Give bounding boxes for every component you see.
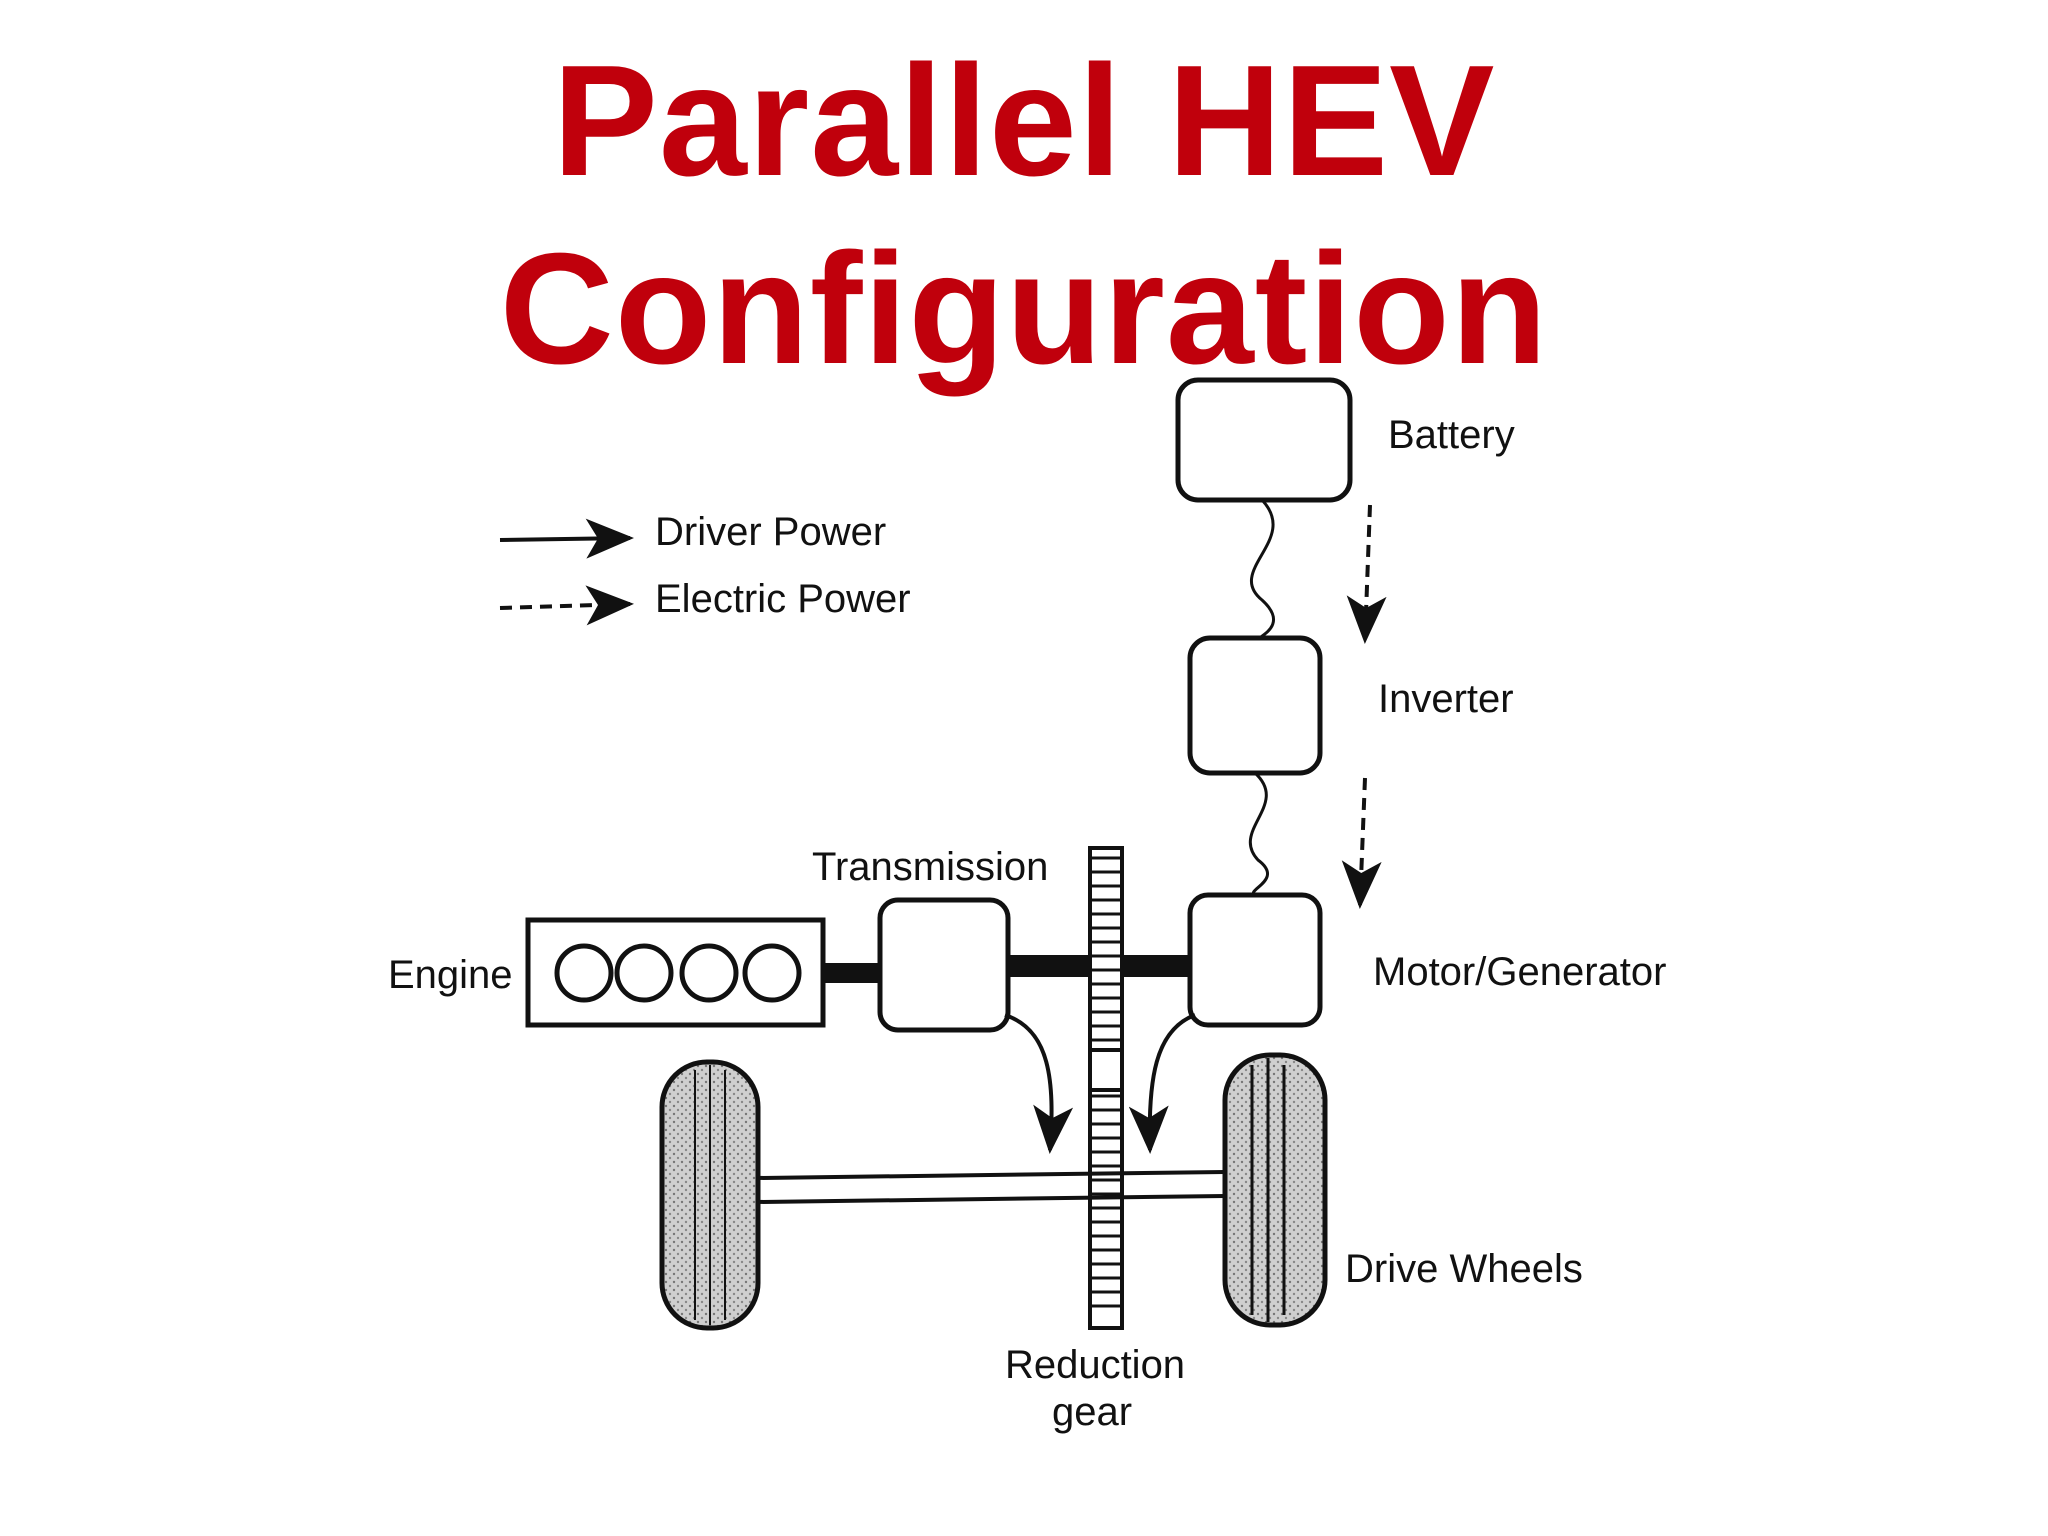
axle — [757, 1170, 1226, 1204]
reduction-gear-label-1: Reduction — [1005, 1343, 1185, 1387]
motor-generator-box — [1187, 892, 1323, 1028]
legend-driver-power: Driver Power — [655, 510, 886, 554]
battery-inverter-cable — [1249, 498, 1276, 642]
driver-power-arrow — [499, 518, 634, 559]
motor-generator-label: Motor/Generator — [1373, 950, 1666, 994]
inverter-motor-cable — [1248, 771, 1269, 897]
battery-label: Battery — [1388, 413, 1515, 457]
drive-wheels-label: Drive Wheels — [1345, 1247, 1583, 1291]
inverter-label: Inverter — [1378, 677, 1514, 721]
reduction-gear — [1088, 846, 1124, 1330]
engine-label: Engine — [388, 953, 513, 997]
battery-box — [1175, 377, 1353, 503]
reduction-gear-label-2: gear — [1052, 1390, 1132, 1434]
transmission-drive-arrow — [1004, 1013, 1074, 1154]
title-line-1: Parallel HEV — [552, 33, 1496, 209]
inverter-box — [1187, 635, 1323, 776]
right-drive-wheel — [1222, 1052, 1328, 1328]
legend: Driver Power Electric Power — [499, 510, 911, 626]
motor-drive-arrow — [1128, 1013, 1196, 1154]
transmission-box — [877, 897, 1011, 1033]
transmission-label: Transmission — [812, 845, 1048, 889]
engine-cylinders — [554, 943, 802, 1003]
legend-electric-power: Electric Power — [655, 577, 911, 621]
title-line-2: Configuration — [499, 221, 1549, 397]
electric-flow-arrow-2 — [1341, 777, 1382, 909]
electric-power-arrow — [499, 585, 634, 626]
engine-shaft — [823, 963, 883, 983]
left-drive-wheel — [659, 1059, 761, 1331]
electric-flow-arrow-1 — [1346, 504, 1387, 644]
